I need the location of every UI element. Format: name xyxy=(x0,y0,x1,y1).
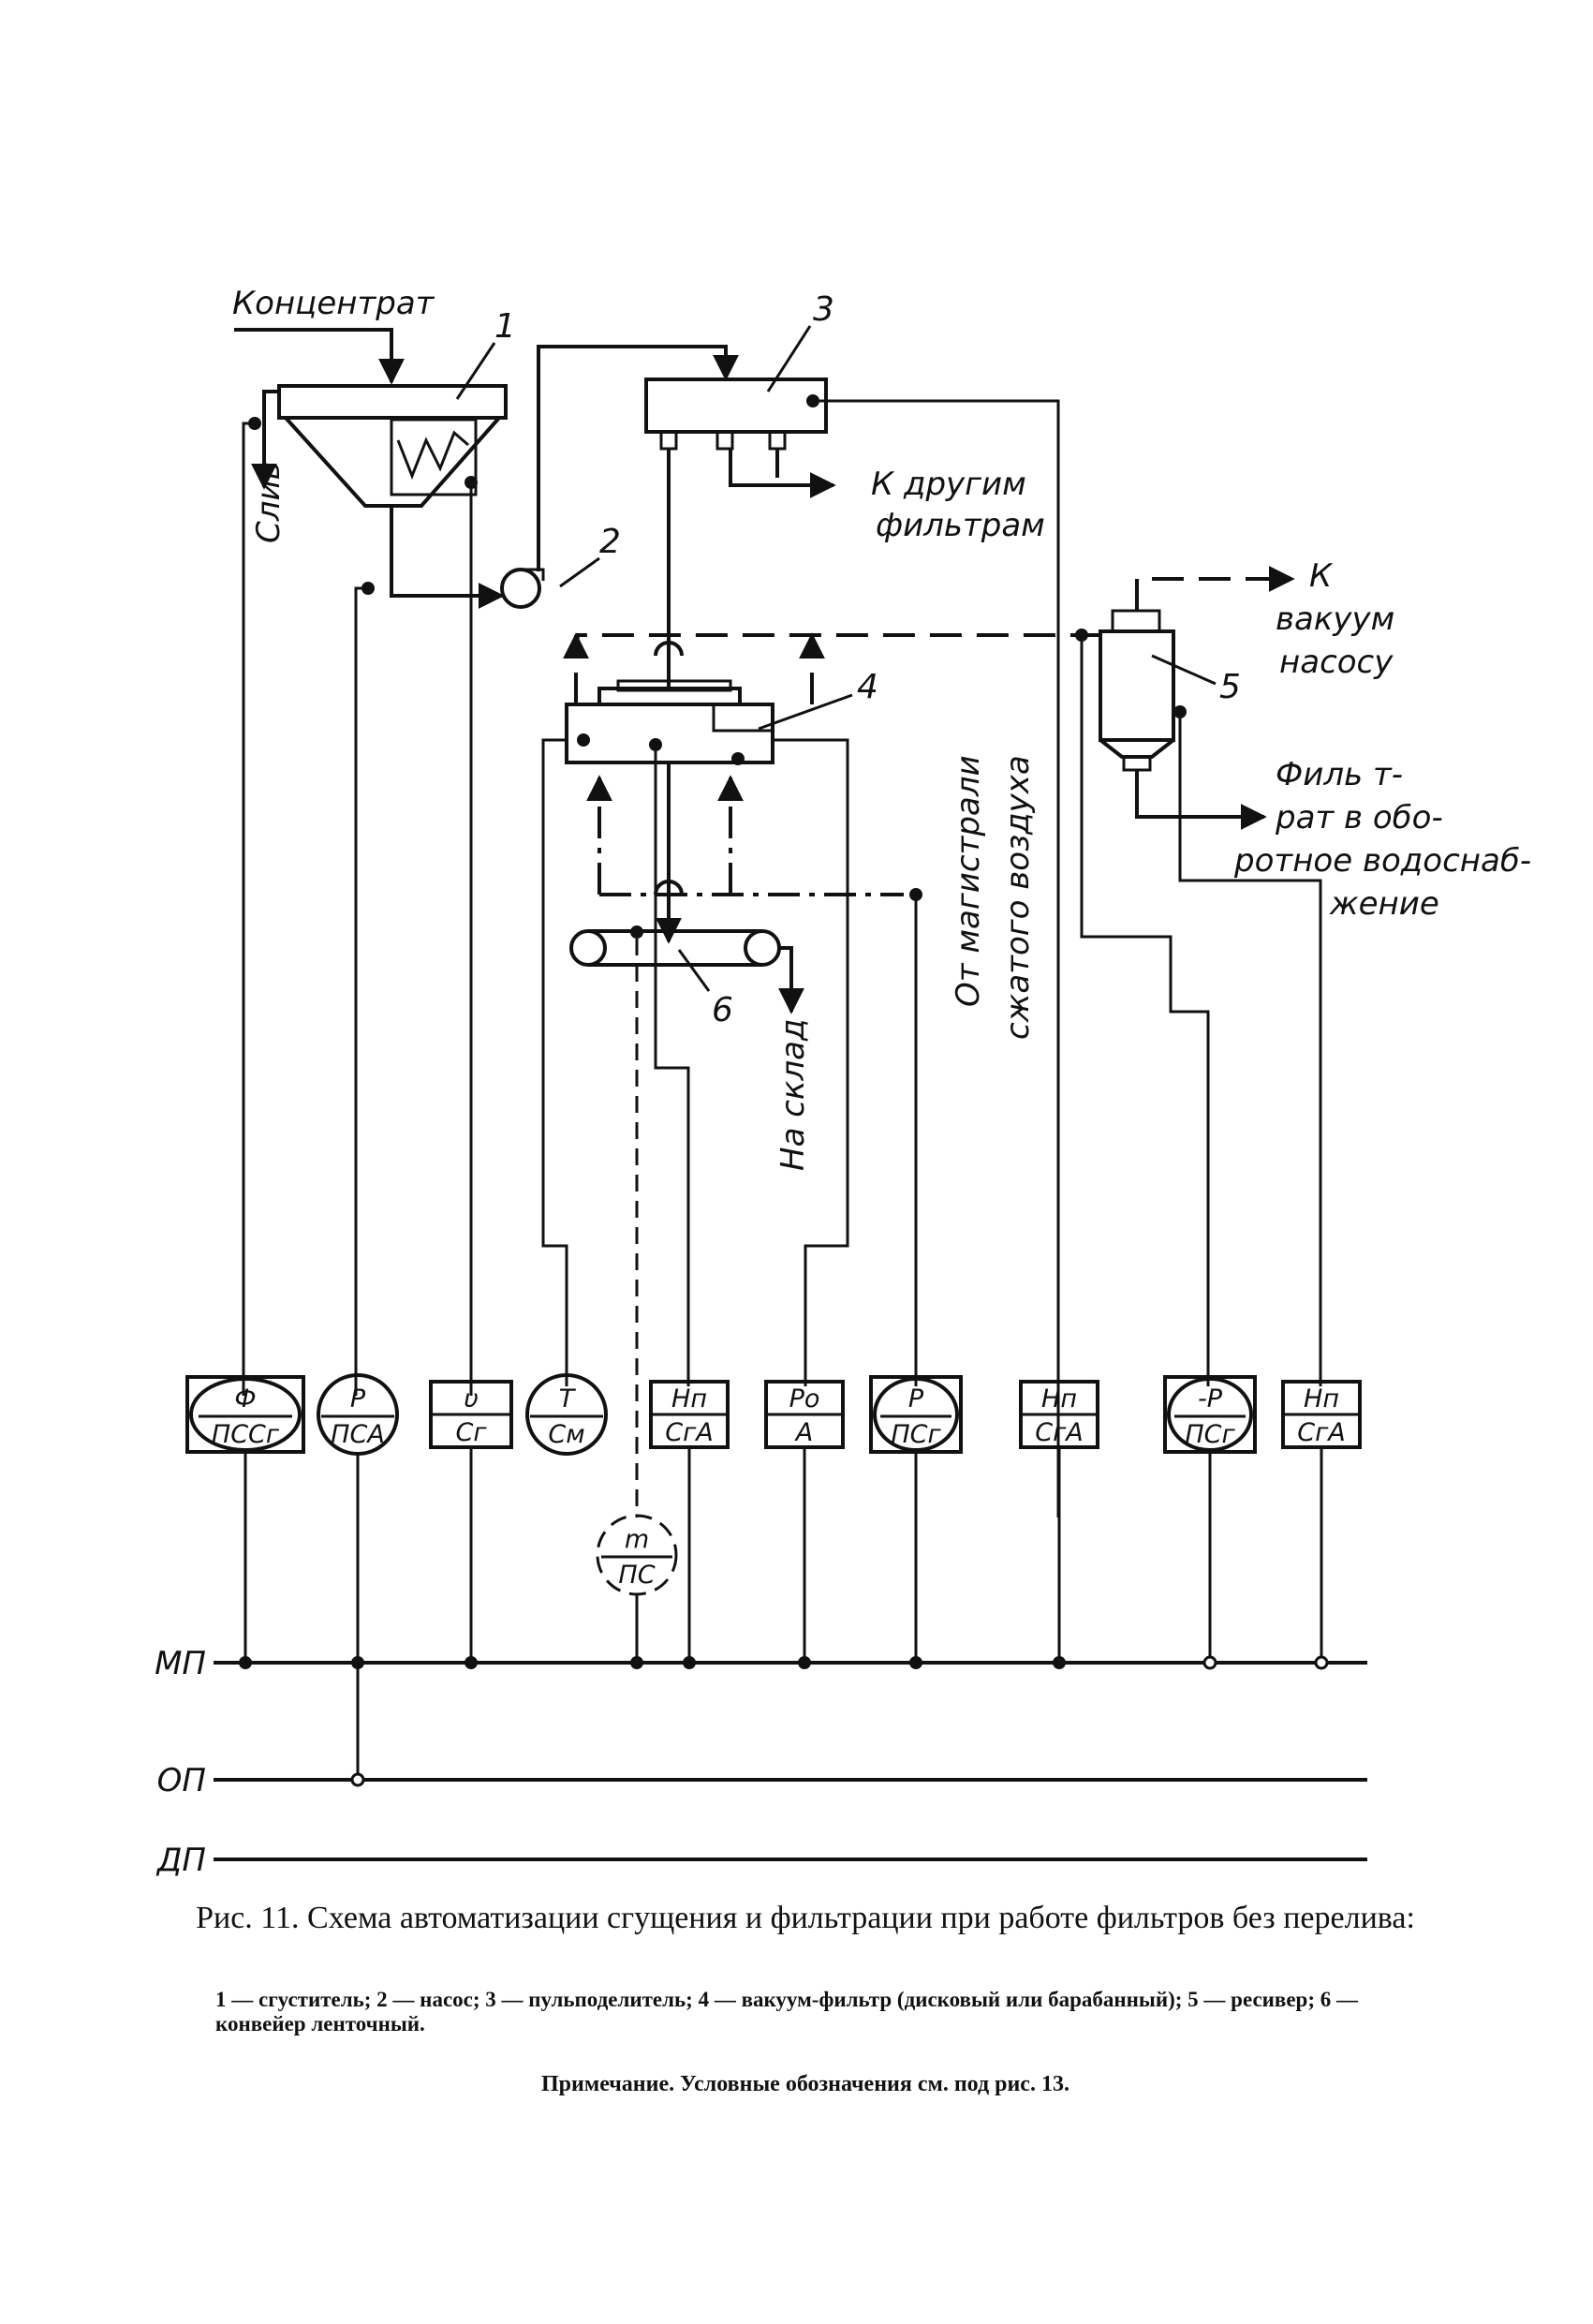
signal-divider-level xyxy=(819,399,1060,1517)
pump-discharge-line xyxy=(537,345,739,571)
instrument-vacuum: -P ПСг xyxy=(1163,1375,1257,1454)
svg-text:Нп: Нп xyxy=(1041,1384,1077,1414)
svg-text:СгА: СгА xyxy=(665,1418,714,1447)
instrument-velocity: υ Сг xyxy=(429,1380,513,1449)
label-from-air-2: сжатого воздуха xyxy=(999,755,1037,1040)
to-warehouse-line xyxy=(778,946,804,1014)
label-num-6: 6 xyxy=(712,991,733,1029)
vacuum-line xyxy=(574,633,1100,704)
label-num-4: 4 xyxy=(857,668,878,706)
bus-lines xyxy=(214,1661,1367,1861)
label-to-warehouse: На склад xyxy=(774,1018,812,1171)
svg-text:Нп: Нп xyxy=(671,1384,707,1414)
instrument-level-receiver: Нп СгА xyxy=(1281,1380,1362,1449)
svg-text:Ро: Ро xyxy=(789,1384,820,1414)
svg-text:Нп: Нп xyxy=(1304,1384,1339,1414)
label-from-air-1: От магистрали xyxy=(950,755,987,1007)
label-num-2: 2 xyxy=(599,523,621,561)
figure-legend: 1 — сгуститель; 2 — насос; 3 — пульподел… xyxy=(215,1988,1358,2035)
svg-text:СгА: СгА xyxy=(1297,1418,1346,1447)
pulp-divider-3 xyxy=(644,377,828,451)
bus-label-dp: ДП xyxy=(155,1842,206,1879)
figure-note: Примечание. Условные обозначения см. под… xyxy=(541,2072,1069,2096)
svg-text:m: m xyxy=(625,1525,649,1554)
instrument-air-pressure: P ПСг xyxy=(869,1375,963,1454)
underflow-line xyxy=(390,506,505,609)
concentrate-inflow-line xyxy=(234,328,405,385)
label-to-other-filters-2: фильтрам xyxy=(876,507,1045,544)
figure-title: Рис. 11. Схема автоматизации сгущения и … xyxy=(196,1901,1415,1935)
svg-text:ПССг: ПССг xyxy=(212,1420,280,1449)
svg-text:Сг: Сг xyxy=(455,1418,487,1447)
svg-text:-P: -P xyxy=(1198,1384,1223,1414)
label-num-5: 5 xyxy=(1219,668,1241,706)
svg-text:P: P xyxy=(350,1384,366,1414)
filtrate-line xyxy=(1135,770,1267,830)
svg-text:υ: υ xyxy=(464,1384,479,1414)
svg-text:ПСА: ПСА xyxy=(331,1420,385,1449)
svg-text:P: P xyxy=(908,1384,924,1414)
bus-label-mp: МП xyxy=(155,1645,206,1682)
svg-text:Ф: Ф xyxy=(234,1384,256,1414)
svg-text:ПСг: ПСг xyxy=(1185,1420,1235,1449)
instrument-filter-pressure: Ро А xyxy=(764,1380,845,1449)
label-to-other-filters-1: К другим xyxy=(871,466,1026,503)
label-filtrate-4: жение xyxy=(1329,885,1439,923)
label-overflow: Слив xyxy=(250,461,288,543)
label-filtrate-3: ротное водоснаб- xyxy=(1233,842,1531,880)
svg-text:См: См xyxy=(548,1420,584,1449)
instrument-density: Ф ПССг xyxy=(185,1375,305,1454)
pump-2 xyxy=(500,568,545,609)
label-to-vacuum-2: вакуум xyxy=(1276,600,1394,638)
instrument-level-filter: Нп СгА xyxy=(649,1380,730,1449)
label-concentrate: Концентрат xyxy=(232,285,435,322)
svg-text:СгА: СгА xyxy=(1035,1418,1084,1447)
svg-text:T: T xyxy=(559,1384,577,1414)
conveyor-6 xyxy=(569,929,781,967)
overflow-line xyxy=(251,390,279,490)
instrument-local-weight: m ПС xyxy=(596,1514,678,1596)
instrument-level-divider: Нп СгА xyxy=(1019,1380,1099,1449)
label-to-vacuum-1: К xyxy=(1309,557,1334,595)
label-num-3: 3 xyxy=(813,290,834,329)
label-to-vacuum-3: насосу xyxy=(1279,644,1394,681)
label-filtrate-2: рат в обо- xyxy=(1275,799,1443,836)
vacuum-filter-4 xyxy=(565,679,774,764)
to-vacuum-pump-line xyxy=(1135,566,1295,611)
label-num-1: 1 xyxy=(494,307,516,346)
svg-text:А: А xyxy=(794,1418,813,1447)
bus-label-op: ОП xyxy=(157,1762,206,1799)
instrument-temperature: T См xyxy=(525,1373,608,1456)
svg-text:ПСг: ПСг xyxy=(891,1420,941,1449)
receiver-5 xyxy=(1099,609,1175,772)
to-other-filters-line xyxy=(729,449,836,498)
label-filtrate-1: Филь т- xyxy=(1276,756,1403,793)
svg-text:ПС: ПС xyxy=(618,1561,655,1590)
instrument-pressure-alarm: P ПСА xyxy=(317,1373,399,1456)
